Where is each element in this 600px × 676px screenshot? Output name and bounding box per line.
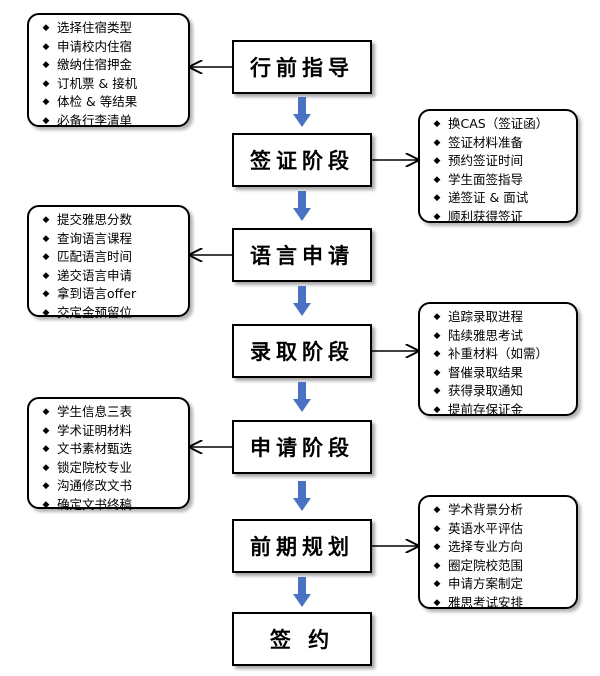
list-item: ◆提交雅思分数 (35, 211, 182, 230)
diamond-bullet-icon: ◆ (42, 499, 50, 510)
list-item: ◆获得录取通知 (426, 382, 570, 401)
diamond-bullet-icon: ◆ (433, 579, 441, 589)
diamond-bullet-icon: ◆ (42, 270, 50, 281)
diamond-bullet-icon: ◆ (42, 425, 50, 436)
diamond-bullet-icon: ◆ (433, 367, 441, 378)
diamond-bullet-icon: ◆ (433, 597, 441, 608)
diamond-bullet-icon: ◆ (433, 156, 441, 166)
diamond-bullet-icon: ◆ (42, 307, 50, 318)
note-pre-departure: ◆选择住宿类型 ◆申请校内住宿 ◆缴纳住宿押金 ◆订机票 & 接机 ◆体检 & … (27, 13, 190, 128)
list-item: ◆圈定院校范围 (426, 557, 570, 576)
list-item: ◆沟通修改文书 (35, 477, 182, 496)
list-item: ◆雅思考试安排 (426, 594, 570, 613)
diamond-bullet-icon: ◆ (42, 115, 50, 126)
diamond-bullet-icon: ◆ (433, 174, 441, 185)
diamond-bullet-icon: ◆ (42, 462, 50, 473)
list-item: ◆申请方案制定 (426, 575, 570, 594)
down-arrow-icon (293, 97, 311, 127)
diamond-bullet-icon: ◆ (433, 386, 441, 396)
list-item: ◆体检 & 等结果 (35, 93, 182, 112)
list-item: ◆申请校内住宿 (35, 38, 182, 57)
note-language: ◆提交雅思分数 ◆查询语言课程 ◆匹配语言时间 ◆递交语言申请 ◆拿到语言off… (27, 205, 190, 320)
list-item: ◆选择住宿类型 (35, 19, 182, 38)
note-planning: ◆学术背景分析 ◆英语水平评估 ◆选择专业方向 ◆圈定院校范围 ◆申请方案制定 … (418, 495, 578, 610)
stage-language: 语言申请 (232, 228, 372, 282)
stage-signing: 签 约 (232, 612, 372, 666)
stage-planning: 前期规划 (232, 519, 372, 573)
list-item: ◆锁定院校专业 (35, 459, 182, 478)
diamond-bullet-icon: ◆ (433, 119, 441, 129)
list-item: ◆提前存保证金 (426, 401, 570, 420)
list-item: ◆预约签证时间 (426, 152, 570, 171)
list-item: ◆缴纳住宿押金 (35, 56, 182, 75)
list-item: ◆英语水平评估 (426, 520, 570, 539)
list-item: ◆签证材料准备 (426, 134, 570, 153)
diamond-bullet-icon: ◆ (433, 193, 441, 203)
down-arrow-icon (293, 481, 311, 511)
down-arrow-icon (293, 382, 311, 412)
diamond-bullet-icon: ◆ (433, 560, 441, 571)
list-item: ◆顺利获得签证 (426, 208, 570, 227)
note-application: ◆学生信息三表 ◆学术证明材料 ◆文书素材甄选 ◆锁定院校专业 ◆沟通修改文书 … (27, 397, 190, 512)
diamond-bullet-icon: ◆ (42, 444, 50, 454)
list-item: ◆交定金预留位 (35, 304, 182, 323)
diamond-bullet-icon: ◆ (42, 289, 50, 299)
list-item: ◆匹配语言时间 (35, 248, 182, 267)
list-item: ◆补重材料（如需） (426, 345, 570, 364)
down-arrow-icon (293, 286, 311, 316)
diamond-bullet-icon: ◆ (433, 211, 441, 222)
list-item: ◆学术背景分析 (426, 501, 570, 520)
diamond-bullet-icon: ◆ (433, 137, 441, 148)
note-visa: ◆换CAS（签证函） ◆签证材料准备 ◆预约签证时间 ◆学生面签指导 ◆递签证 … (418, 109, 578, 224)
list-item: ◆文书素材甄选 (35, 440, 182, 459)
list-item: ◆递交语言申请 (35, 267, 182, 286)
list-item: ◆学术证明材料 (35, 422, 182, 441)
down-arrow-icon (293, 191, 311, 221)
down-arrow-icon (293, 577, 311, 607)
diamond-bullet-icon: ◆ (433, 312, 441, 322)
list-item: ◆拿到语言offer (35, 285, 182, 304)
diamond-bullet-icon: ◆ (42, 23, 50, 33)
stage-admission: 录取阶段 (232, 324, 372, 378)
diamond-bullet-icon: ◆ (42, 97, 50, 107)
diamond-bullet-icon: ◆ (433, 505, 441, 515)
stage-application: 申请阶段 (232, 420, 372, 474)
diamond-bullet-icon: ◆ (433, 542, 441, 552)
list-item: ◆追踪录取进程 (426, 308, 570, 327)
diamond-bullet-icon: ◆ (433, 404, 441, 415)
list-item: ◆学生面签指导 (426, 171, 570, 190)
note-admission: ◆追踪录取进程 ◆陆续雅思考试 ◆补重材料（如需） ◆督催录取结果 ◆获得录取通… (418, 302, 578, 417)
diamond-bullet-icon: ◆ (433, 349, 441, 359)
list-item: ◆选择专业方向 (426, 538, 570, 557)
list-item: ◆递签证 & 面试 (426, 189, 570, 208)
list-item: ◆陆续雅思考试 (426, 327, 570, 346)
list-item: ◆学生信息三表 (35, 403, 182, 422)
list-item: ◆订机票 & 接机 (35, 75, 182, 94)
stage-visa: 签证阶段 (232, 133, 372, 187)
diamond-bullet-icon: ◆ (42, 252, 50, 262)
list-item: ◆督催录取结果 (426, 364, 570, 383)
diamond-bullet-icon: ◆ (42, 60, 50, 70)
list-item: ◆查询语言课程 (35, 230, 182, 249)
diamond-bullet-icon: ◆ (433, 330, 441, 341)
list-item: ◆确定文书终稿 (35, 496, 182, 515)
diamond-bullet-icon: ◆ (42, 41, 50, 52)
diamond-bullet-icon: ◆ (42, 78, 50, 89)
diamond-bullet-icon: ◆ (42, 407, 50, 417)
diamond-bullet-icon: ◆ (42, 233, 50, 244)
stage-pre-departure: 行前指导 (232, 40, 372, 94)
diamond-bullet-icon: ◆ (433, 523, 441, 534)
list-item: ◆必备行李清单 (35, 112, 182, 131)
list-item: ◆换CAS（签证函） (426, 115, 570, 134)
diamond-bullet-icon: ◆ (42, 215, 50, 225)
diamond-bullet-icon: ◆ (42, 481, 50, 491)
